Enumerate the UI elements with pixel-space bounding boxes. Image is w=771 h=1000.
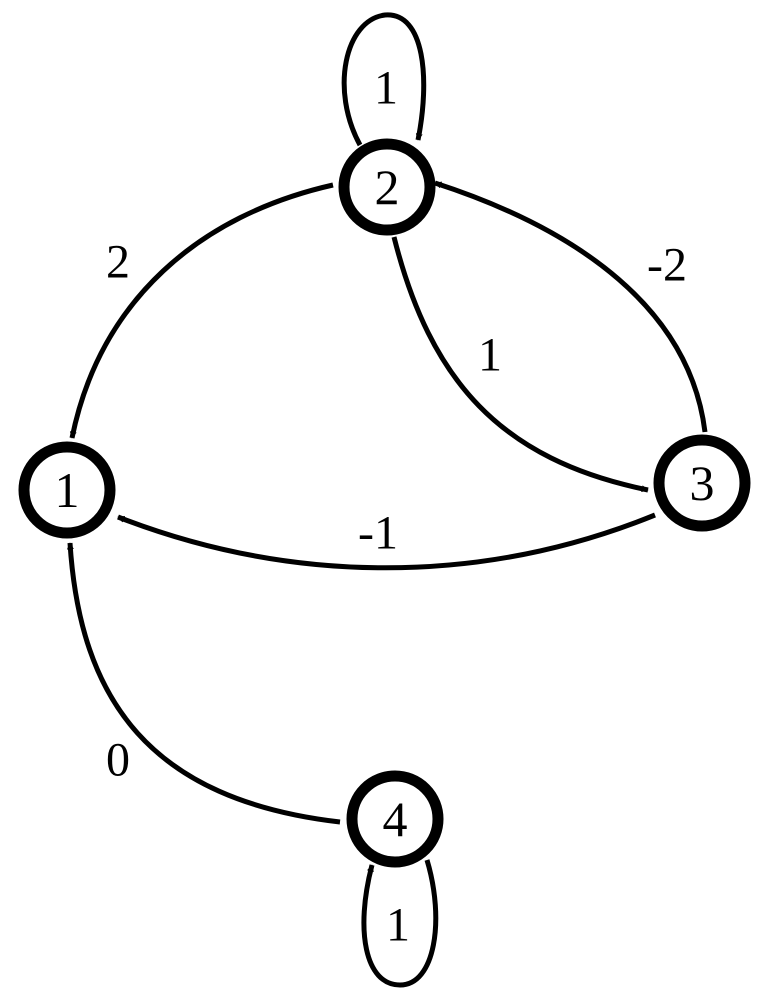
node-1-circle [18, 441, 116, 539]
node-3-circle [653, 434, 751, 532]
edges [66, 12, 708, 988]
node-4: 4 [346, 770, 444, 868]
edge-2-to-1 [69, 182, 334, 439]
edge-3-to-1 [117, 512, 656, 571]
nodes: 1 2 3 4 [18, 138, 751, 868]
edge-2-to-2-weight: 1 [374, 62, 398, 115]
edge-3-to-1-weight: -1 [358, 507, 398, 560]
edge-2-to-3 [391, 236, 649, 493]
edge-4-to-4-weight: 1 [386, 899, 410, 952]
node-1-label: 1 [55, 462, 80, 518]
node-2-circle [338, 138, 436, 236]
edge-4-to-1-weight: 0 [106, 734, 130, 787]
edge-3-to-2 [434, 180, 708, 433]
node-3: 3 [653, 434, 751, 532]
edge-4-to-1 [66, 542, 341, 825]
edge-2-to-3-weight: 1 [478, 329, 502, 382]
edge-2-to-1-weight: 2 [106, 236, 130, 289]
node-2: 2 [338, 138, 436, 236]
node-1: 1 [18, 441, 116, 539]
edge-3-to-2-weight: -2 [647, 239, 687, 292]
edge-4-to-4 [361, 859, 439, 988]
edge-labels: 1 2 1 -2 -1 0 1 [106, 62, 687, 952]
node-3-label: 3 [690, 455, 715, 511]
edge-2-to-2 [341, 12, 427, 147]
node-2-label: 2 [375, 159, 400, 215]
node-4-circle [346, 770, 444, 868]
node-4-label: 4 [383, 791, 408, 847]
